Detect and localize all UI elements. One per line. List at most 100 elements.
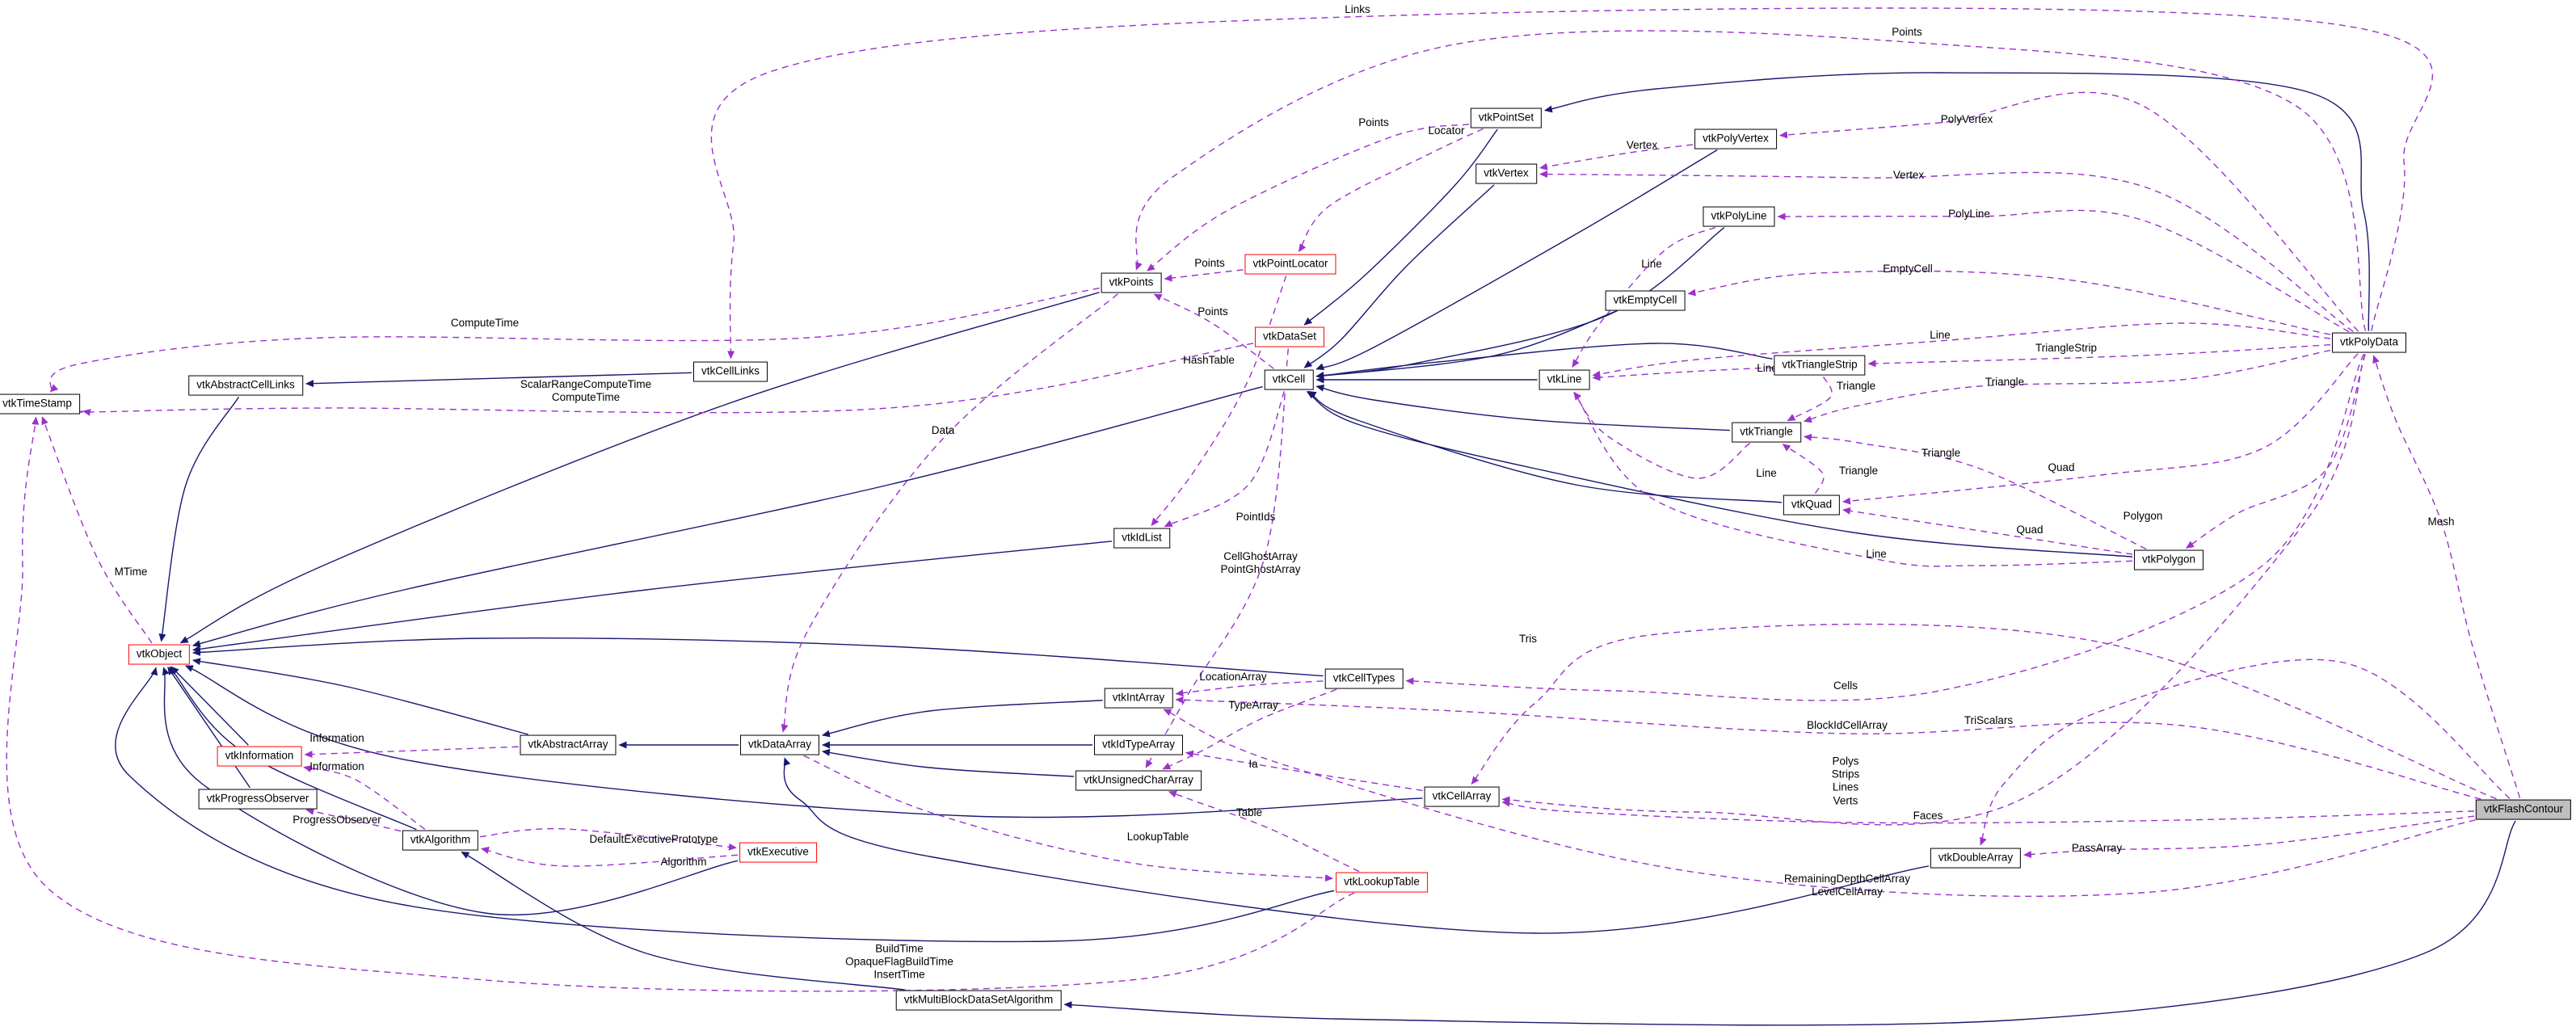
class-node-vtkIdList[interactable]: vtkIdList [1113, 528, 1170, 549]
edge-label-vtkTriangle-vtkLine: Line [1756, 466, 1777, 479]
edge-vtkPolygon-to-vtkQuad [1842, 507, 2133, 555]
class-node-vtkTriangle[interactable]: vtkTriangle [1732, 422, 1801, 443]
edge-vtkCellTypes-to-vtkIntArray [1175, 680, 1324, 697]
class-node-vtkTimeStamp[interactable]: vtkTimeStamp [0, 393, 80, 414]
edge-vtkIdList-to-vtkObject [192, 541, 1113, 653]
class-node-vtkPolyVertex[interactable]: vtkPolyVertex [1694, 128, 1777, 149]
class-node-vtkPolygon[interactable]: vtkPolygon [2133, 549, 2204, 570]
edge-label-vtkPolyData-vtkLine: Line [1930, 328, 1951, 341]
class-node-vtkDataSet[interactable]: vtkDataSet [1254, 326, 1325, 347]
edge-vtkVertex-to-vtkCell [1303, 184, 1495, 368]
edge-vtkAlgorithm-to-vtkInformation [303, 765, 426, 830]
class-node-vtkPoints[interactable]: vtkPoints [1101, 272, 1162, 293]
edge-label-vtkFlashContour-vtkDoubleArray: TriScalars [1964, 713, 2014, 726]
edge-vtkPolyData-to-vtkPolyLine [1777, 209, 2350, 333]
edge-vtkPolyVertex-to-vtkCell [1315, 149, 1718, 370]
class-node-vtkQuad[interactable]: vtkQuad [1783, 494, 1841, 515]
edge-vtkPointLocator-to-vtkPoints [1164, 269, 1244, 282]
edge-vtkTriangleStrip-to-vtkCell [1315, 343, 1773, 380]
edge-vtkUnsignedCharArray-to-vtkDataArray [821, 748, 1075, 777]
edge-vtkFlashContour-to-vtkPolyData [2372, 355, 2521, 798]
edge-label-vtkFlashContour-vtkPolyData: Mesh [2427, 515, 2455, 528]
edge-vtkCellLinks-to-vtkAbstractCellLinks [305, 372, 692, 388]
class-node-vtkTriangleStrip[interactable]: vtkTriangleStrip [1774, 355, 1866, 376]
edge-vtkPolyLine-to-vtkLine [1572, 226, 1716, 368]
edge-label-vtkPolyData-vtkVertex: Vertex [1892, 168, 1925, 181]
edge-label-vtkDataSet-vtkUnsignedCharArray: CellGhostArray PointGhostArray [1220, 549, 1301, 575]
edge-vtkAlgorithm-to-vtkExecutive [479, 827, 738, 851]
edge-vtkTriangleStrip-to-vtkLine [1592, 367, 1773, 381]
class-node-vtkUnsignedCharArray[interactable]: vtkUnsignedCharArray [1075, 770, 1202, 791]
edge-vtkPointSet-to-vtkPointLocator [1298, 128, 1484, 253]
class-node-vtkPolyLine[interactable]: vtkPolyLine [1703, 206, 1775, 227]
class-node-vtkAlgorithm[interactable]: vtkAlgorithm [402, 830, 479, 851]
edge-label-vtkPolyData-vtkTriangle: Triangle [1985, 375, 2025, 388]
class-node-vtkAbstractArray[interactable]: vtkAbstractArray [520, 734, 617, 755]
class-node-vtkAbstractCellLinks[interactable]: vtkAbstractCellLinks [188, 375, 303, 396]
edge-vtkCellTypes-to-vtkUnsignedCharArray [1162, 688, 1337, 770]
edge-vtkPolyData-to-vtkPoints [1135, 30, 2367, 331]
edge-label-vtkPolygon-vtkTriangle: Triangle [1921, 446, 1961, 459]
class-node-vtkLookupTable[interactable]: vtkLookupTable [1336, 872, 1428, 893]
edge-label-vtkDataArray-vtkLookupTable: LookupTable [1126, 830, 1189, 843]
class-node-vtkCellTypes[interactable]: vtkCellTypes [1324, 668, 1404, 689]
class-node-vtkLine[interactable]: vtkLine [1538, 369, 1590, 390]
class-node-vtkIdTypeArray[interactable]: vtkIdTypeArray [1093, 734, 1184, 755]
class-node-vtkPolyData[interactable]: vtkPolyData [2331, 332, 2407, 353]
edge-label-vtkPolyLine-vtkLine: Line [1641, 257, 1662, 270]
class-node-vtkVertex[interactable]: vtkVertex [1475, 163, 1537, 184]
class-node-vtkPointSet[interactable]: vtkPointSet [1470, 107, 1543, 128]
edge-vtkObject-to-vtkTimeStamp [41, 416, 153, 644]
edge-label-vtkPolyData-vtkCellArray: Polys Strips Lines Verts [1831, 755, 1860, 807]
edge-vtkPolyData-to-vtkPointSet [1543, 72, 2370, 331]
edge-vtkPoints-to-vtkObject [179, 292, 1100, 644]
edge-vtkAbstractArray-to-vtkInformation [304, 746, 519, 759]
edge-vtkDataArray-to-vtkLookupTable [803, 755, 1334, 882]
class-node-vtkExecutive[interactable]: vtkExecutive [739, 842, 817, 863]
class-node-vtkMultiBlockDataSetAlgorithm[interactable]: vtkMultiBlockDataSetAlgorithm [895, 990, 1062, 1011]
edge-vtkPolygon-to-vtkTriangle [1803, 433, 2147, 550]
class-node-vtkCell[interactable]: vtkCell [1264, 369, 1314, 390]
edge-label-vtkPolygon-vtkLine: Line [1866, 547, 1887, 560]
edge-vtkExecutive-to-vtkAlgorithm [480, 846, 739, 867]
edge-vtkFlashContour-to-vtkCellArray [1471, 623, 2497, 800]
class-node-vtkDoubleArray[interactable]: vtkDoubleArray [1930, 848, 2022, 869]
edge-label-vtkFlashContour-vtkCellArray: Faces [1913, 809, 1943, 822]
edge-label-vtkPolyData-vtkPoints: Points [1892, 25, 1922, 38]
class-node-vtkObject[interactable]: vtkObject [128, 644, 191, 665]
edge-vtkPolyData-to-vtkCellArray [1501, 354, 2366, 826]
edge-label-vtkAlgorithm-vtkExecutive: DefaultExecutivePrototype [589, 832, 718, 845]
class-node-vtkProgressObserver[interactable]: vtkProgressObserver [198, 789, 318, 810]
edge-vtkPointLocator-to-vtkIdList [1151, 276, 1287, 527]
edge-vtkPoints-to-vtkTimeStamp [49, 288, 1100, 393]
edge-vtkPolyData-to-vtkPolygon [2186, 354, 2366, 549]
edge-label-vtkAlgorithm-vtkProgressObserver: ProgressObserver [293, 813, 381, 826]
edge-vtkQuad-to-vtkTriangle [1782, 444, 1825, 494]
edge-vtkPolyData-to-vtkLine [1592, 322, 2331, 378]
class-node-vtkEmptyCell[interactable]: vtkEmptyCell [1605, 290, 1686, 311]
class-node-vtkDataArray[interactable]: vtkDataArray [739, 734, 820, 755]
edge-vtkMultiBlockDataSetAlgorithm-to-vtkAlgorithm [461, 851, 906, 991]
edge-label-vtkPoints-vtkTimeStamp: ComputeTime [450, 316, 520, 329]
class-node-vtkCellArray[interactable]: vtkCellArray [1424, 786, 1500, 807]
edge-vtkCell-to-vtkPoints [1153, 293, 1274, 369]
class-node-vtkPointLocator[interactable]: vtkPointLocator [1244, 254, 1336, 275]
edge-vtkPolyData-to-vtkTriangleStrip [1867, 344, 2331, 368]
class-node-vtkInformation[interactable]: vtkInformation [217, 746, 302, 767]
edge-vtkDoubleArray-to-vtkDataArray [783, 757, 1930, 934]
edge-label-vtkFlashContour-vtkDoubleArray: PassArray [2071, 841, 2123, 854]
edge-vtkPolyData-to-vtkCellLinks [710, 7, 2434, 360]
edge-label-vtkCellTypes-vtkUnsignedCharArray: TypeArray [1228, 698, 1278, 711]
edge-vtkFlashContour-to-vtkDoubleArray [1980, 658, 2511, 846]
class-node-vtkIntArray[interactable]: vtkIntArray [1104, 688, 1173, 709]
class-node-vtkCellLinks[interactable]: vtkCellLinks [692, 361, 768, 382]
edge-label-vtkQuad-vtkTriangle: Triangle [1838, 464, 1879, 477]
edge-label-vtkDataSet-vtkTimeStamp: ScalarRangeComputeTime ComputeTime [520, 377, 652, 403]
edge-label-vtkPolyData-vtkPolyVertex: PolyVertex [1940, 112, 1993, 125]
edge-vtkPolyData-to-vtkPolyVertex [1778, 91, 2359, 332]
class-node-vtkFlashContour[interactable]: vtkFlashContour [2475, 799, 2572, 820]
edge-vtkFlashContour-to-vtkIntArray [1163, 709, 2476, 897]
edge-vtkFlashContour-to-vtkMultiBlockDataSetAlgorithm [1063, 820, 2516, 1026]
